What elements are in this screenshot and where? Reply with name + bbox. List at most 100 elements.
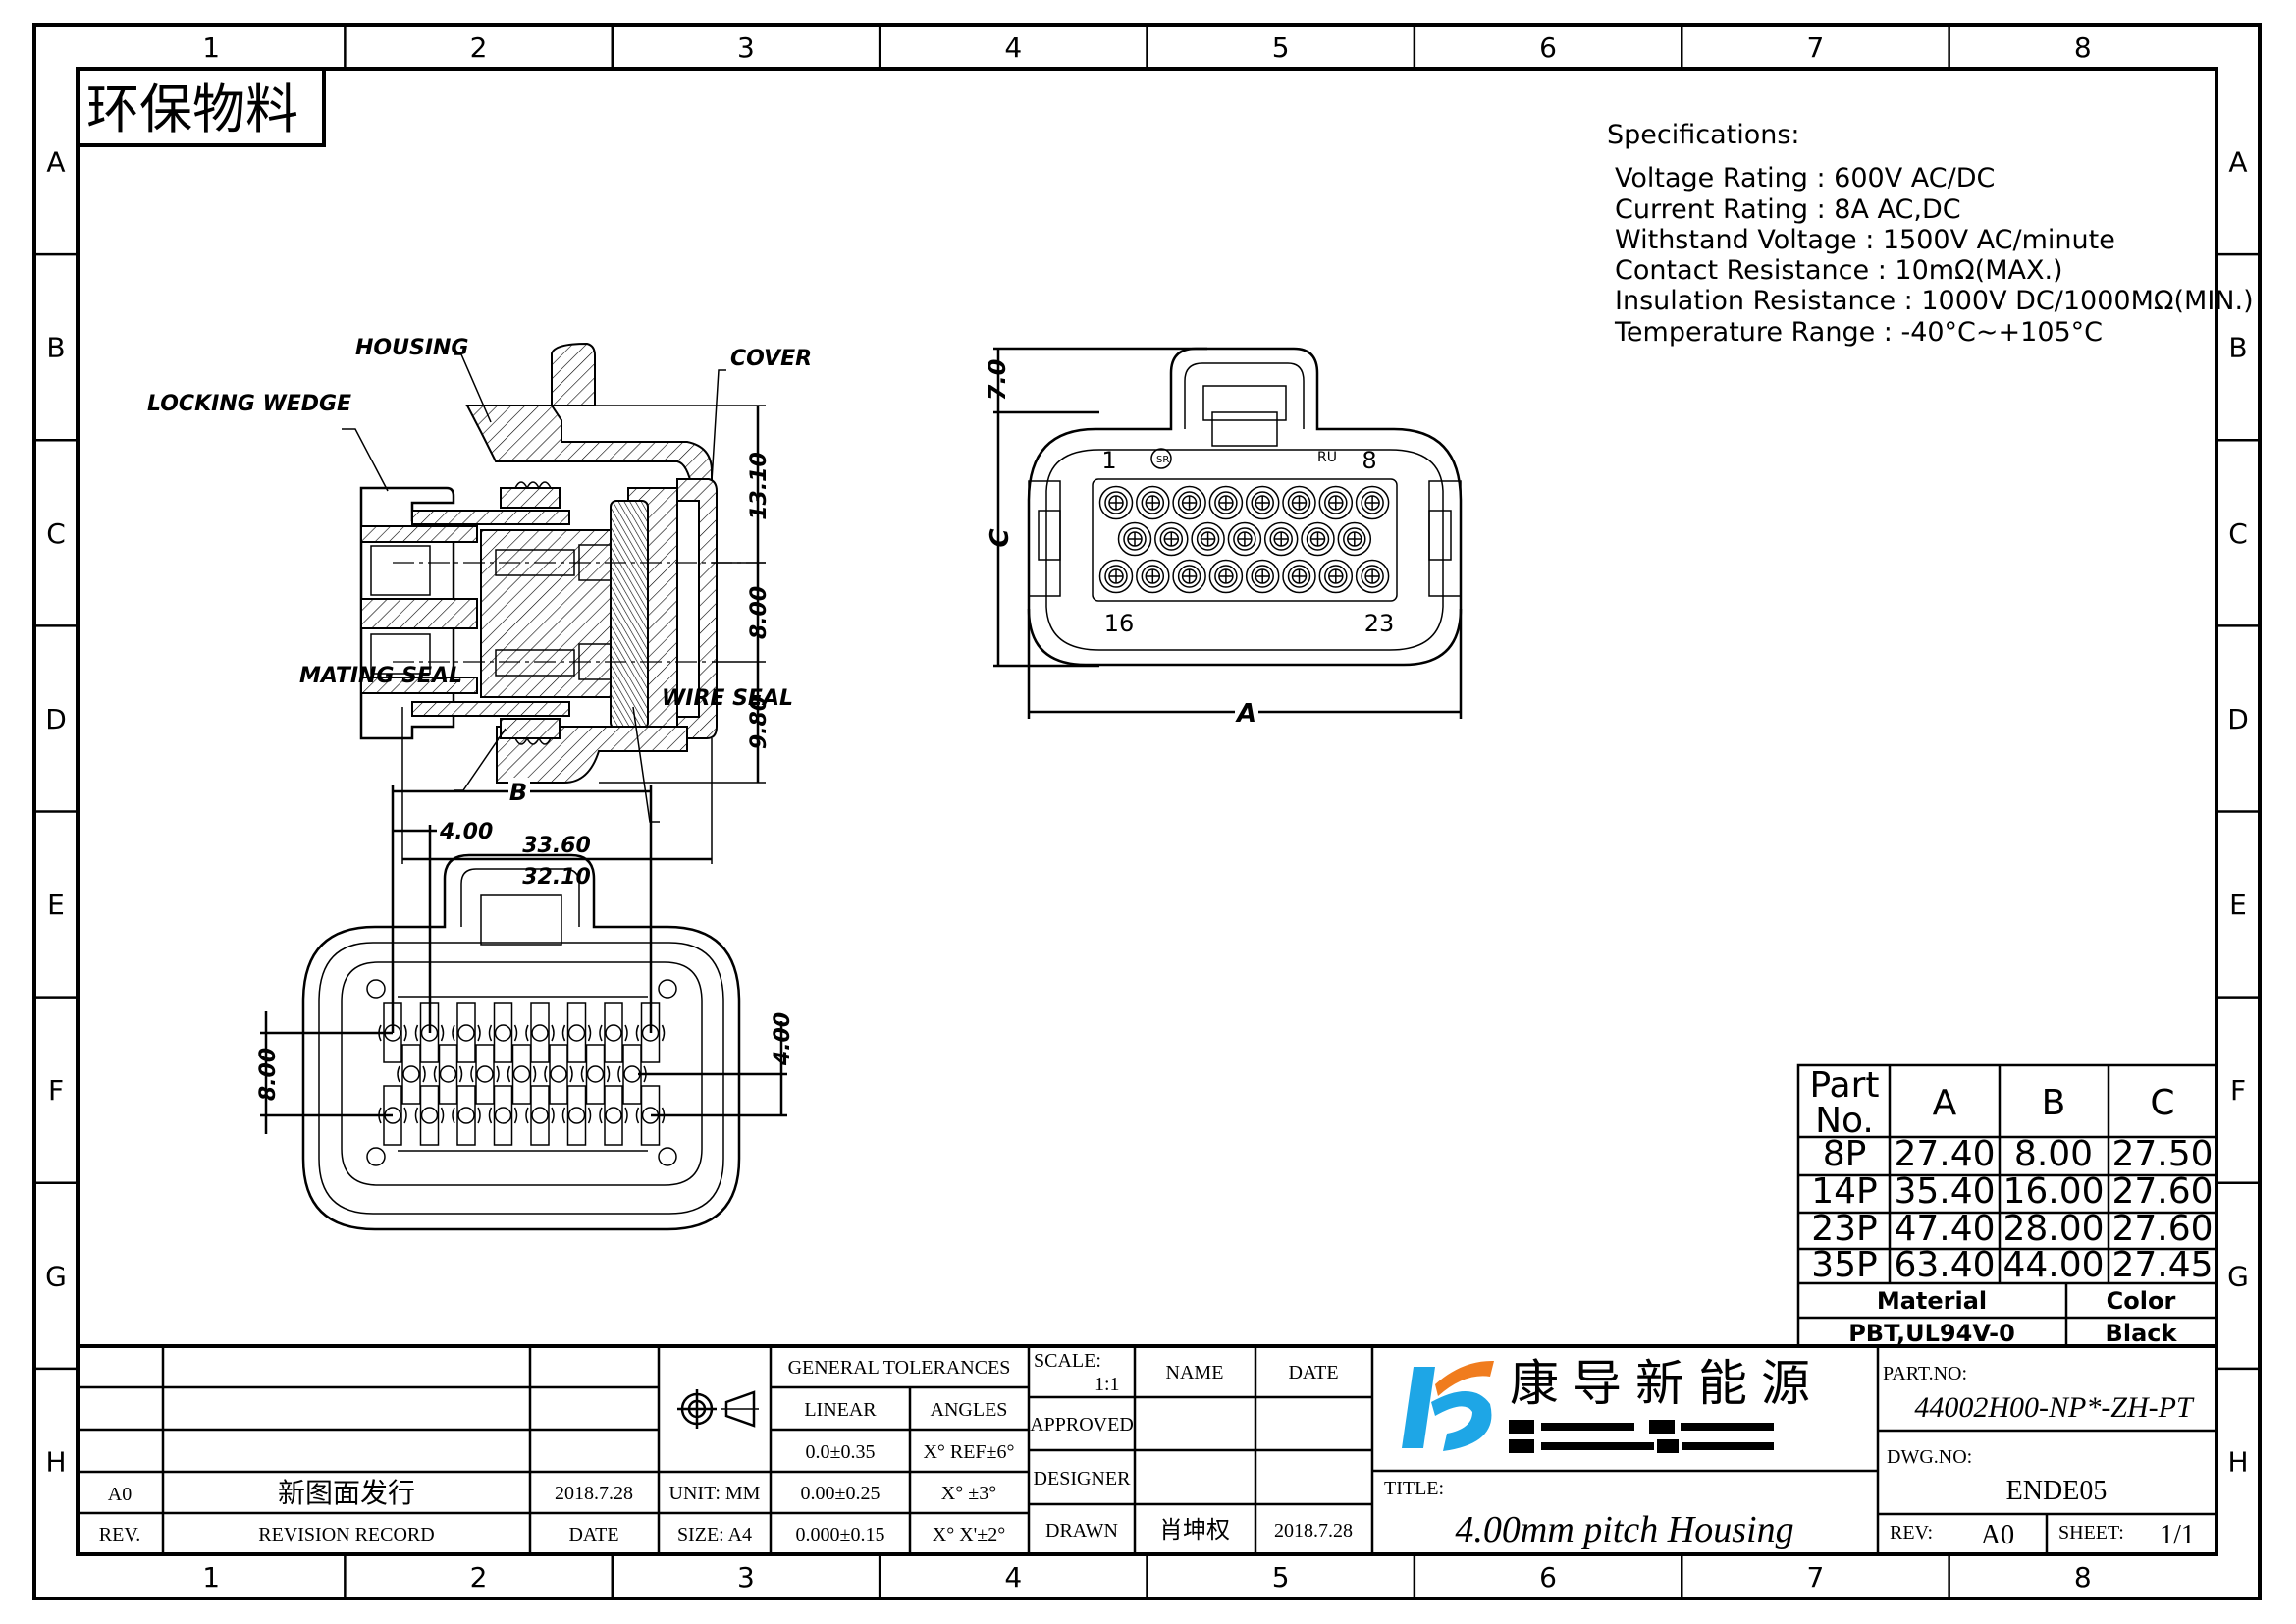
frame-row-label: C (2228, 517, 2248, 550)
frame-row-label: B (46, 332, 65, 364)
rev-label: REV: (1890, 1522, 1933, 1543)
sheet-label: SHEET: (2058, 1522, 2124, 1543)
frame-column-label: 3 (737, 31, 755, 64)
contact-cavity (1098, 485, 1134, 520)
linear-header: LINEAR (804, 1399, 877, 1421)
contact-cavity (1263, 521, 1299, 557)
contact-cavity (1136, 559, 1170, 594)
part-no: 44002H00-NP*-ZH-PT (1914, 1391, 2195, 1424)
contact-cavity (1154, 521, 1189, 557)
dim-9-80: 9.80 (747, 696, 772, 749)
dwg-no-label: DWG.NO: (1887, 1446, 1972, 1468)
angle-tol: X° X'±2° (933, 1524, 1005, 1545)
wire-cavity (525, 1002, 555, 1063)
eco-material-stamp: 环保物料 (76, 67, 326, 147)
specifications-heading: Specifications: (1607, 120, 1800, 150)
wire-cavity (507, 1044, 537, 1105)
part-number-cell: 8P (1823, 1134, 1867, 1174)
frame-row-label: F (48, 1074, 64, 1107)
frame-column-label: 5 (1272, 31, 1290, 64)
sheet-value: 1/1 (2160, 1520, 2195, 1550)
wire-cavity (452, 1085, 481, 1146)
wire-cavity (470, 1044, 500, 1105)
contact-cavity (1318, 559, 1354, 594)
dimension-cell: 47.40 (1894, 1209, 1995, 1249)
frame-row-label: E (2229, 889, 2247, 921)
dim-row-offset-4-00: 4.00 (771, 1012, 795, 1066)
frame-column-label: 1 (202, 31, 220, 64)
rev-header: REV. (99, 1524, 140, 1545)
dimension-cell: 16.00 (2002, 1171, 2104, 1212)
frame-row-label: F (2230, 1074, 2246, 1107)
revision-record-header: REVISION RECORD (258, 1524, 434, 1545)
third-angle-projection-icon (677, 1389, 759, 1429)
revision-record: 新图面发行 (278, 1478, 415, 1509)
svg-text:SR: SR (1156, 455, 1169, 465)
frame-column-label: 7 (1807, 31, 1825, 64)
wire-cavity (561, 1085, 592, 1146)
part-number-cell: 14P (1811, 1171, 1878, 1212)
frame-column-label: 3 (737, 1561, 755, 1594)
dimension-cell: 27.60 (2111, 1209, 2213, 1249)
pin-label-1: 1 (1101, 447, 1116, 474)
dimension-cell: 8.00 (2014, 1134, 2093, 1174)
spec-line: Voltage Rating : 600V AC/DC (1615, 163, 1995, 193)
spec-line: Withstand Voltage : 1500V AC/minute (1615, 225, 2115, 255)
contact-cavity (1245, 559, 1280, 594)
part-number-cell: 35P (1811, 1245, 1878, 1285)
wire-cavity (599, 1002, 628, 1063)
wire-cavity (599, 1085, 628, 1146)
scale-value: 1:1 (1095, 1374, 1120, 1395)
color-label: Color (2107, 1287, 2176, 1315)
company-name: 康导新能源 (1510, 1356, 1824, 1411)
angle-tol: X° ±3° (941, 1483, 996, 1504)
header-part: Part (1809, 1065, 1879, 1106)
dwg-no: ENDE05 (2006, 1476, 2108, 1506)
dim-8-00: 8.00 (747, 586, 772, 639)
contact-cavity (1208, 559, 1244, 594)
frame-row-label: B (2228, 332, 2247, 364)
wire-cavity (525, 1085, 555, 1146)
frame-row-label: D (2227, 703, 2249, 735)
dim-a: A (1235, 699, 1256, 729)
frame-column-label: 2 (470, 31, 488, 64)
contact-cavity (1172, 559, 1206, 594)
specifications-block: Specifications: Voltage Rating : 600V AC… (1607, 120, 2254, 348)
frame-column-label: 4 (1004, 31, 1022, 64)
frame-row-label: E (47, 889, 65, 921)
contact-cavity (1227, 521, 1262, 557)
angles-header: ANGLES (931, 1399, 1008, 1421)
drawn-date: 2018.7.28 (1274, 1520, 1353, 1542)
contact-cavity (1282, 485, 1316, 520)
contact-cavity (1117, 521, 1152, 557)
dimension-cell: 27.40 (1894, 1134, 1995, 1174)
linear-tol: 0.000±0.15 (796, 1524, 885, 1545)
title-label: TITLE: (1384, 1478, 1444, 1499)
material-value: PBT,UL94V-0 (1848, 1320, 2015, 1347)
frame-column-label: 2 (470, 1561, 488, 1594)
frame-column-label: 6 (1539, 1561, 1557, 1594)
drawing-title: 4.00mm pitch Housing (1455, 1509, 1793, 1550)
dim-13-10: 13.10 (747, 452, 772, 520)
header-b: B (2042, 1083, 2066, 1123)
frame-column-label: 7 (1807, 1561, 1825, 1594)
frame-row-label: G (45, 1260, 67, 1292)
frame-row-label: A (2228, 146, 2247, 179)
dim-7-0: 7.0 (984, 359, 1011, 402)
scale-label: SCALE: (1034, 1350, 1101, 1372)
dimension-cell: 27.50 (2111, 1134, 2213, 1174)
pin-label-8: 8 (1362, 447, 1376, 474)
dimension-cell: 28.00 (2002, 1209, 2104, 1249)
contact-cavity (1208, 485, 1244, 520)
date-header: DATE (568, 1524, 618, 1545)
contact-cavity (1337, 521, 1372, 557)
contact-cavity (1318, 485, 1354, 520)
header-no: No. (1815, 1101, 1874, 1141)
contact-cavity (1245, 485, 1280, 520)
svg-text:RU: RU (1317, 450, 1337, 465)
date-header: DATE (1288, 1362, 1338, 1383)
wire-cavity (414, 1085, 445, 1146)
wire-cavity (433, 1044, 463, 1105)
general-tolerances-heading: GENERAL TOLERANCES (788, 1357, 1011, 1379)
